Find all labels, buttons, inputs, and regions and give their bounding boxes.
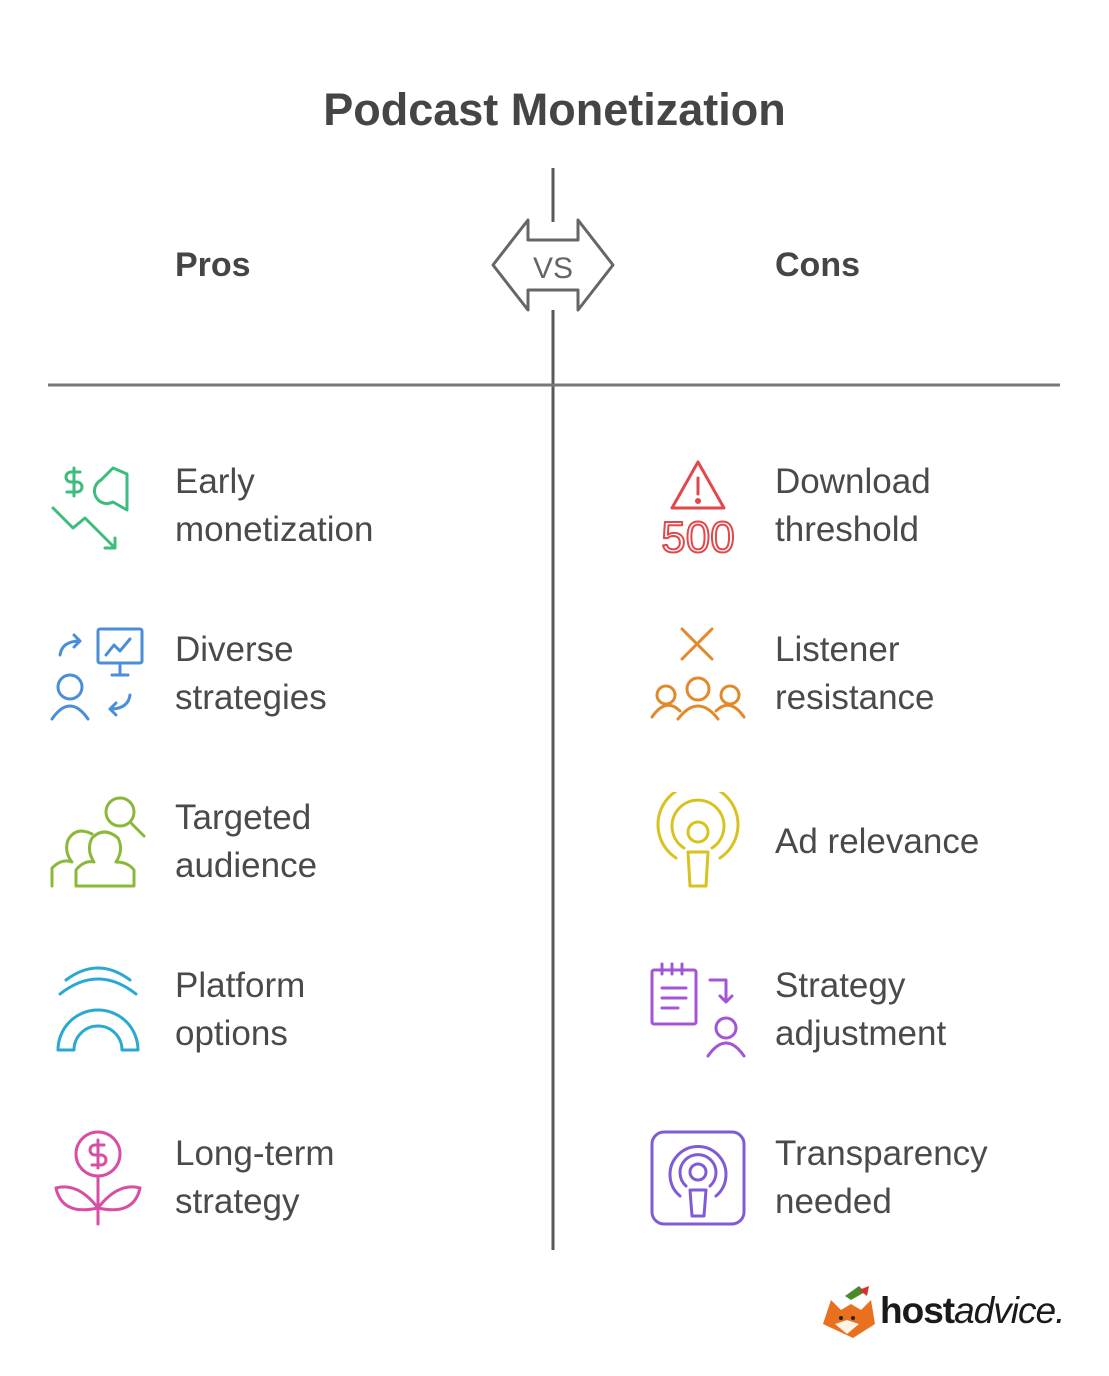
threshold-number: 500 [661,513,734,558]
audience-search-icon [48,792,148,892]
strategy-presentation-icon [48,625,148,725]
page-title: Podcast Monetization [323,84,786,135]
pros-item-label: Early monetization [175,462,374,549]
cons-item-label: Download threshold [775,462,931,549]
brand-bold: host [880,1290,955,1331]
money-megaphone-icon [48,458,148,558]
notes-person-icon [648,960,748,1060]
cons-item-label: Ad relevance [775,822,980,861]
podcast-broadcast-icon [648,783,748,892]
pros-heading: Pros [175,246,251,284]
pros-item-label: Platform options [175,966,306,1053]
pros-item-label: Diverse strategies [175,630,327,717]
brand-wordmark: hostadvice. [880,1290,1065,1332]
vs-label: VS [533,252,573,285]
fox-logo-icon [823,1286,875,1338]
cons-heading: Cons [775,246,860,284]
group-reject-icon [648,625,748,725]
cons-item-label: Transparency needed [775,1134,988,1221]
podcast-app-icon [648,1128,748,1228]
brand-rest: advice. [954,1290,1065,1331]
vs-badge [491,218,615,312]
cons-item-label: Listener resistance [775,630,935,717]
warning-500-icon: 500 [648,458,748,563]
signal-arch-icon [48,960,148,1060]
cons-item-label: Strategy adjustment [775,966,947,1053]
pros-item-label: Long-term strategy [175,1134,335,1221]
pros-item-label: Targeted audience [175,798,318,885]
money-plant-icon [48,1128,148,1228]
